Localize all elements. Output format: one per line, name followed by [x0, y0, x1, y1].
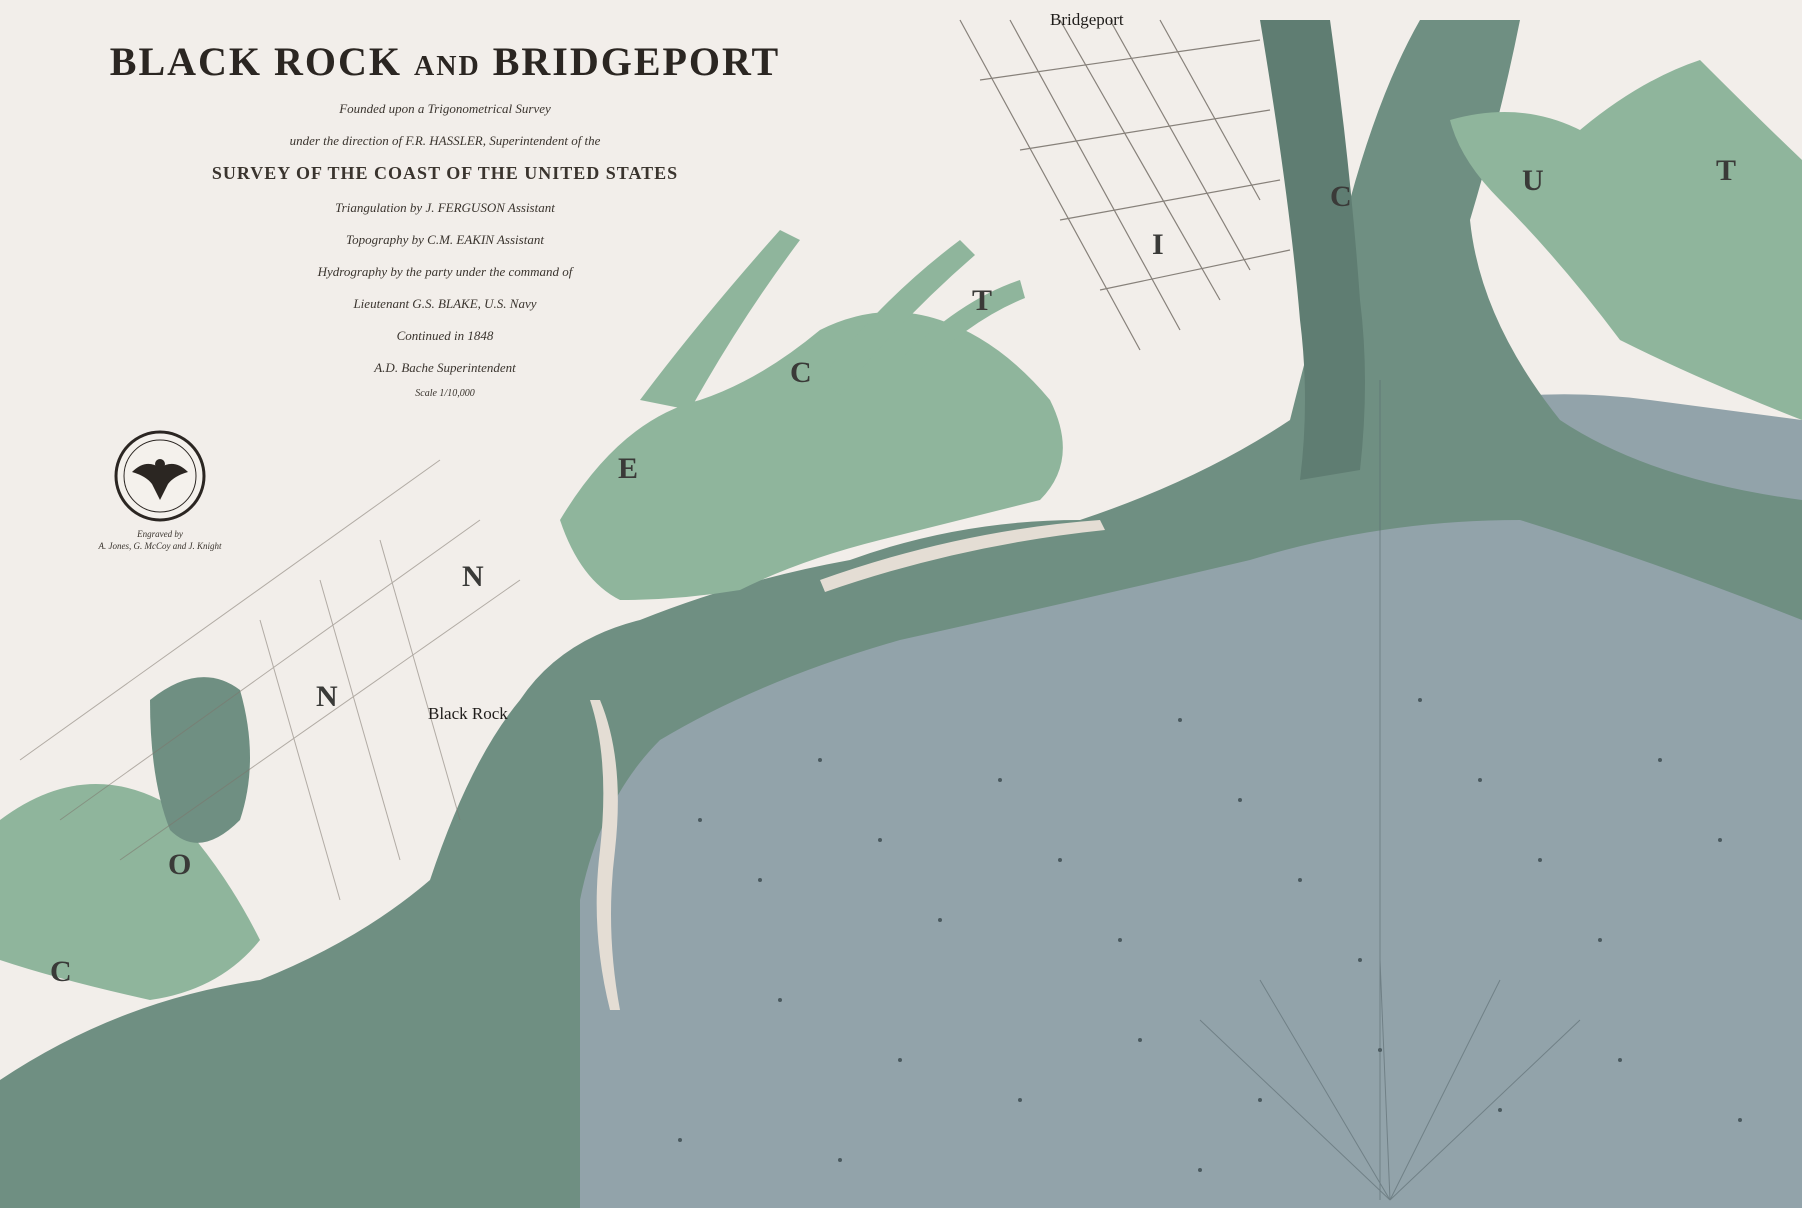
title-bridgeport: BRIDGEPORT	[492, 39, 781, 84]
title-and: AND	[414, 51, 481, 82]
eagle-seal-icon	[114, 430, 206, 522]
map-title: BLACK ROCK AND BRIDGEPORT	[60, 38, 830, 85]
state-letter-c-3: C	[1330, 180, 1352, 213]
map-title-block: BLACK ROCK AND BRIDGEPORT Founded upon a…	[60, 38, 830, 399]
beach-strip	[820, 520, 1105, 592]
state-letter-n-2: N	[462, 560, 484, 593]
state-letter-t-1: T	[972, 284, 993, 317]
scale-note: Scale 1/10,000	[415, 388, 475, 399]
state-letter-e: E	[618, 452, 639, 485]
credit-topography: Topography by C.M. EAKIN Assistant	[346, 232, 544, 247]
survey-seal-block: Engraved by A. Jones, G. McCoy and J. Kn…	[60, 428, 260, 552]
survey-line: SURVEY OF THE COAST OF THE UNITED STATES	[211, 163, 679, 183]
subtitle-line-1: Founded upon a Trigonometrical Survey	[339, 101, 551, 116]
state-letter-t-2: T	[1716, 154, 1737, 187]
sand-spit	[590, 700, 620, 1010]
credit-hydrography: Hydrography by the party under the comma…	[317, 264, 573, 279]
seal-credit-line-2: A. Jones, G. McCoy and J. Knight	[98, 541, 222, 551]
credit-superintendent: A.D. Bache Superintendent	[374, 360, 516, 375]
credit-triangulation: Triangulation by J. FERGUSON Assistant	[335, 200, 555, 215]
state-letter-n-1: N	[316, 680, 338, 713]
marsh-east	[1450, 60, 1802, 420]
state-letter-u: U	[1522, 164, 1544, 197]
black-rock-label: Black Rock	[428, 704, 508, 723]
marsh-central	[560, 312, 1063, 600]
title-black-rock: BLACK ROCK	[109, 39, 403, 84]
marsh-west	[0, 784, 260, 1000]
bridgeport-label: Bridgeport	[1050, 10, 1124, 29]
marsh-ash-creek	[150, 677, 250, 843]
harbor-channel	[1260, 20, 1365, 480]
credit-continued: Continued in 1848	[396, 328, 494, 343]
depth-soundings	[678, 698, 1742, 1172]
seal-credit-line-1: Engraved by	[137, 529, 183, 539]
marsh-creek-branches	[640, 230, 1025, 410]
compass-rose-rays	[1199, 380, 1581, 1201]
bridgeport-street-grid	[959, 19, 1291, 351]
subtitle-line-2: under the direction of F.R. HASSLER, Sup…	[289, 133, 601, 148]
black-rock-street-grid	[19, 459, 521, 901]
state-letter-c-1: C	[50, 955, 72, 988]
state-letter-i: I	[1152, 228, 1164, 261]
state-letter-c-2: C	[790, 356, 812, 389]
state-letter-o: O	[168, 848, 192, 881]
credit-lieutenant: Lieutenant G.S. BLAKE, U.S. Navy	[353, 296, 537, 311]
